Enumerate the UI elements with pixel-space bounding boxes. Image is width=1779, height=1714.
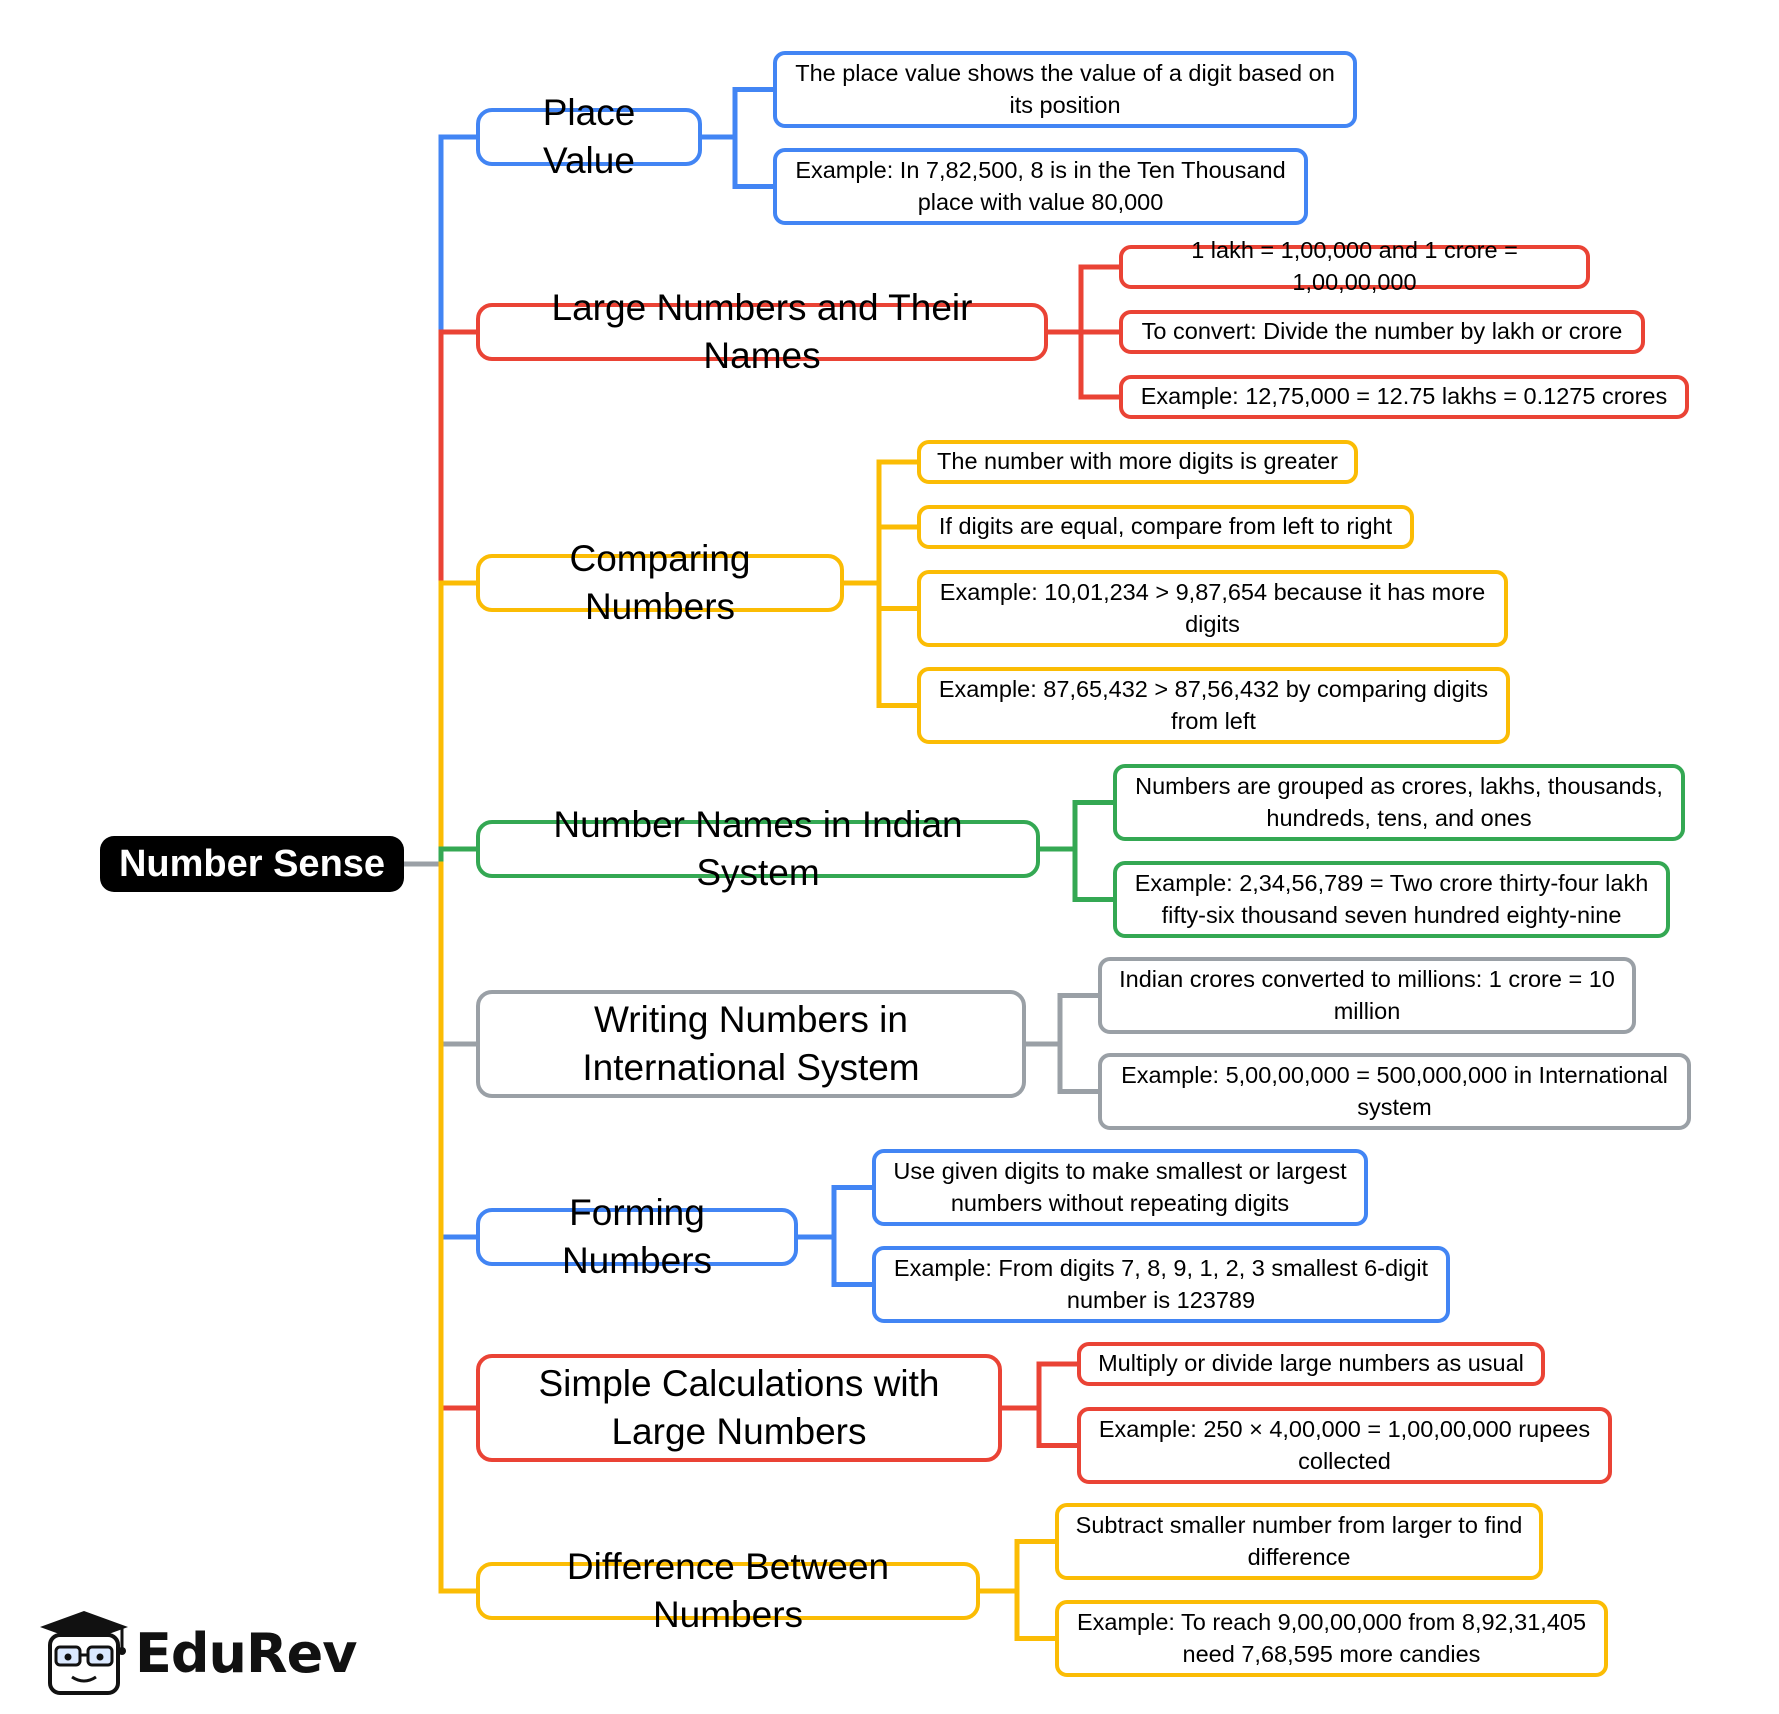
- leaf-node: If digits are equal, compare from left t…: [917, 505, 1414, 549]
- leaf-node: The number with more digits is greater: [917, 440, 1358, 484]
- leaf-node: Example: From digits 7, 8, 9, 1, 2, 3 sm…: [872, 1246, 1450, 1323]
- branch-node: Number Names in Indian System: [476, 804, 1040, 893]
- branch-node: Writing Numbers in International System: [476, 990, 1026, 1098]
- leaf-node: Example: 12,75,000 = 12.75 lakhs = 0.127…: [1119, 375, 1689, 419]
- branch-node: Place Value: [476, 92, 702, 181]
- leaf-node: Example: 2,34,56,789 = Two crore thirty-…: [1113, 861, 1670, 938]
- leaf-node: Subtract smaller number from larger to f…: [1055, 1503, 1543, 1580]
- leaf-node: Indian crores converted to millions: 1 c…: [1098, 957, 1636, 1034]
- leaf-node: 1 lakh = 1,00,000 and 1 crore = 1,00,00,…: [1119, 237, 1590, 295]
- leaf-node: Multiply or divide large numbers as usua…: [1077, 1342, 1545, 1386]
- leaf-node: Example: 5,00,00,000 = 500,000,000 in In…: [1098, 1053, 1691, 1130]
- branch-node: Comparing Numbers: [476, 538, 844, 627]
- branch-node: Large Numbers and Their Names: [476, 287, 1048, 376]
- leaf-node: Example: 250 × 4,00,000 = 1,00,00,000 ru…: [1077, 1407, 1612, 1484]
- leaf-node: Use given digits to make smallest or lar…: [872, 1149, 1368, 1226]
- logo-text: EduRev: [135, 1622, 357, 1685]
- root-node: Number Sense: [100, 836, 404, 892]
- leaf-node: Example: 10,01,234 > 9,87,654 because it…: [917, 570, 1508, 647]
- leaf-node: To convert: Divide the number by lakh or…: [1119, 310, 1645, 354]
- leaf-node: Example: In 7,82,500, 8 is in the Ten Th…: [773, 148, 1308, 225]
- leaf-node: Example: To reach 9,00,00,000 from 8,92,…: [1055, 1600, 1608, 1677]
- leaf-node: Example: 87,65,432 > 87,56,432 by compar…: [917, 667, 1510, 744]
- leaf-node: The place value shows the value of a dig…: [773, 51, 1357, 128]
- graduation-cap-icon: [40, 1611, 128, 1695]
- branch-node: Forming Numbers: [476, 1192, 798, 1281]
- branch-node: Simple Calculations with Large Numbers: [476, 1354, 1002, 1462]
- leaf-node: Numbers are grouped as crores, lakhs, th…: [1113, 764, 1685, 841]
- branch-node: Difference Between Numbers: [476, 1546, 980, 1635]
